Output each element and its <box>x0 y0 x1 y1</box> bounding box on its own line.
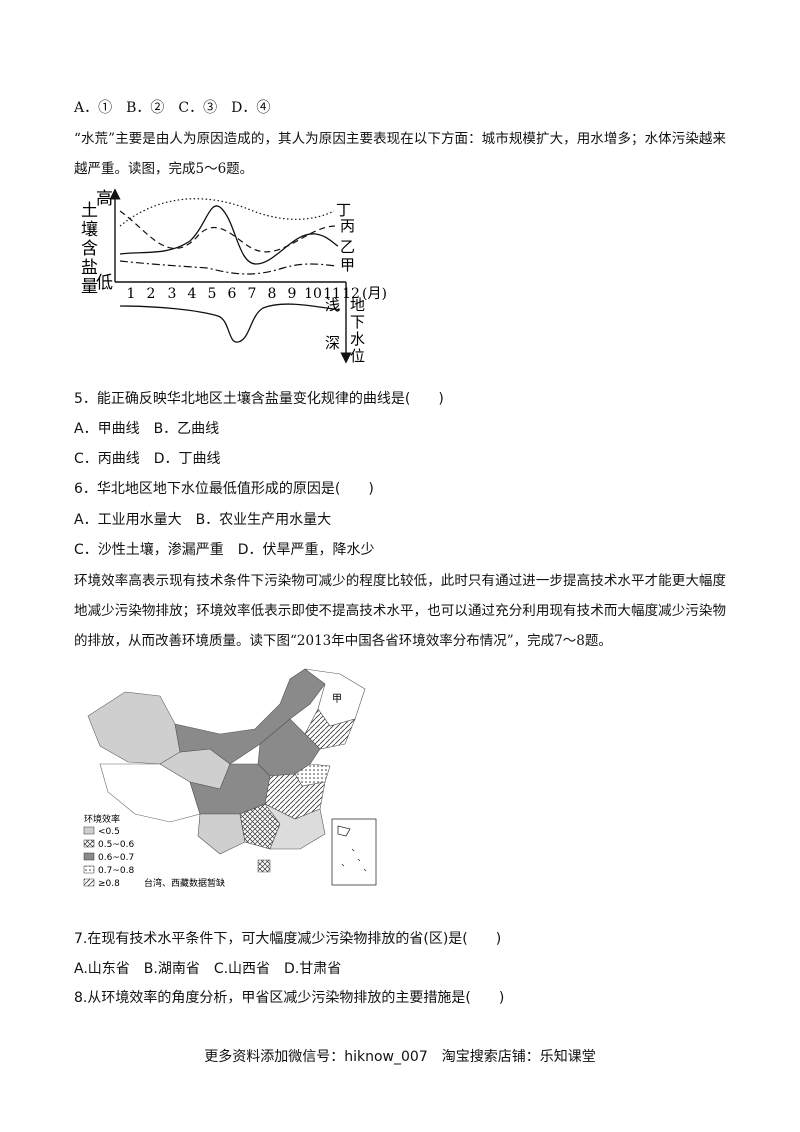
intro-questions-5-6: “水荒”主要是由人为原因造成的，其人为原因主要表现在以下方面：城市规模扩大，用水… <box>74 131 726 177</box>
q8-stem: 8.从环境效率的角度分析，甲省区减少污染物排放的主要措施是( ) <box>74 990 505 1006</box>
svg-text:12: 12 <box>342 286 360 302</box>
legend-item-2: 0.5~0.6 <box>98 840 134 850</box>
south-sea-inset <box>331 818 377 886</box>
shallow-label: 浅 <box>325 296 340 314</box>
q5-options-2: C．丙曲线 D．丁曲线 <box>74 451 221 467</box>
svg-text:11: 11 <box>323 286 341 302</box>
svg-text:土: 土 <box>81 201 98 221</box>
svg-text:下: 下 <box>350 313 365 331</box>
curve-groundwater <box>119 303 341 343</box>
label-jia: 甲 <box>340 256 355 274</box>
label-ding: 丁 <box>336 201 351 219</box>
month-unit: (月) <box>362 286 387 302</box>
region-south <box>264 803 326 850</box>
y-axis-title: 土 壤 含 盐 量 <box>81 201 98 297</box>
svg-text:5: 5 <box>208 286 217 302</box>
svg-text:3: 3 <box>168 286 177 302</box>
label-yi: 乙 <box>340 238 355 256</box>
svg-text:6: 6 <box>228 286 237 302</box>
region-xinjiang <box>87 691 181 765</box>
q7-options: A.山东省 B.湖南省 C.山西省 D.甘肃省 <box>74 961 342 977</box>
q7-stem: 7.在现有技术水平条件下，可大幅度减少污染物排放的省(区)是( ) <box>74 931 502 947</box>
legend-item-5: ≥0.8 <box>98 879 120 889</box>
china-efficiency-map: 甲 环境效率 <0.5 0.5~0.6 0.6~0.7 0.7~0.8 ≥0.8… <box>83 668 377 889</box>
curve-jia <box>119 260 337 275</box>
svg-text:1: 1 <box>127 286 136 302</box>
region-gansu-nei <box>174 668 326 765</box>
y-high-label: 高 <box>96 189 113 209</box>
month-labels: 1 2 3 4 5 6 7 8 9 10 11 12 <box>127 286 360 302</box>
svg-text:壤: 壤 <box>81 219 98 240</box>
svg-text:位: 位 <box>350 347 365 364</box>
q5-stem: 5．能正确反映华北地区土壤含盐量变化规律的曲线是( ) <box>74 391 444 407</box>
map-note: 台湾、西藏数据暂缺 <box>144 877 225 889</box>
label-bing: 丙 <box>340 217 355 235</box>
legend-item-3: 0.6~0.7 <box>98 853 134 863</box>
svg-text:盐: 盐 <box>81 258 98 278</box>
svg-text:7: 7 <box>248 286 257 302</box>
groundwater-title: 地 下 水 位 <box>350 296 365 364</box>
svg-text:2: 2 <box>147 286 156 302</box>
q6-options-1: A．工业用水量大 B．农业生产用水量大 <box>74 512 332 528</box>
q6-options-2: C．沙性土壤，渗漏严重 D．伏旱严重，降水少 <box>74 542 375 558</box>
legend-item-1: <0.5 <box>98 827 120 837</box>
region-hainan <box>257 859 271 873</box>
curve-yi <box>119 205 339 265</box>
svg-text:量: 量 <box>81 277 98 297</box>
page-footer: 更多资料添加微信号：hiknow_007 淘宝搜索店铺：乐知课堂 <box>204 1049 596 1065</box>
svg-text:9: 9 <box>288 286 297 302</box>
svg-text:含: 含 <box>81 239 98 259</box>
q6-stem: 6．华北地区地下水位最低值形成的原因是( ) <box>74 481 374 497</box>
intro-questions-7-8: 环境效率高表示现有技术条件下污染物可减少的程度比较低，此时只有通过进一步提高技术… <box>74 573 726 649</box>
svg-text:8: 8 <box>268 286 277 302</box>
svg-text:4: 4 <box>188 286 197 302</box>
deep-label: 深 <box>325 334 340 352</box>
curve-bing <box>119 210 337 253</box>
curve-ding <box>119 198 335 227</box>
y-low-label: 低 <box>96 273 113 293</box>
curve-labels: 丁 丙 乙 甲 <box>336 201 355 274</box>
svg-text:水: 水 <box>350 330 365 348</box>
q4-options: A．① B．② C．③ D．④ <box>74 100 271 116</box>
legend-item-4: 0.7~0.8 <box>98 866 134 876</box>
svg-text:10: 10 <box>304 286 322 302</box>
label-jia-province: 甲 <box>332 694 342 705</box>
svg-text:地: 地 <box>350 296 365 314</box>
q5-options-1: A．甲曲线 B．乙曲线 <box>74 421 220 437</box>
salinity-groundwater-figure: 土 壤 含 盐 量 高 低 1 2 3 4 5 6 7 8 9 10 11 12… <box>81 188 387 364</box>
map-legend: 环境效率 <0.5 0.5~0.6 0.6~0.7 0.7~0.8 ≥0.8 台… <box>83 813 225 889</box>
region-yunnan <box>197 813 246 855</box>
legend-title: 环境效率 <box>84 813 120 825</box>
